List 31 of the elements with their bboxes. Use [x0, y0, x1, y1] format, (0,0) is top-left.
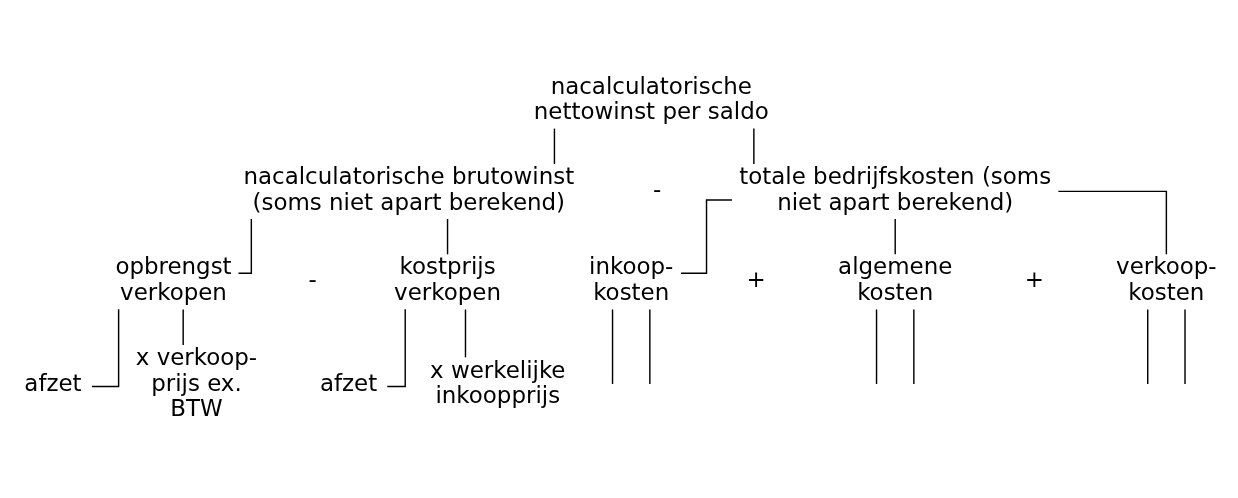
- connector: [611, 308, 614, 385]
- node-text: kostprijs verkopen: [394, 252, 501, 305]
- label: +: [1024, 265, 1044, 292]
- node-text: x werkelijke inkoopprijs: [430, 356, 566, 408]
- node-text: x verkoop- prijs ex. BTW: [135, 343, 258, 421]
- node-text: afzet: [24, 369, 82, 396]
- connector: [649, 308, 651, 385]
- connector: [875, 308, 878, 385]
- node-text: totale bedrijfskosten (soms niet apart berekend): [739, 162, 1052, 215]
- connector: [753, 127, 755, 165]
- node-text: inkoop- kosten: [589, 252, 674, 305]
- label: +: [746, 265, 766, 292]
- connector: [913, 308, 915, 385]
- connector: [680, 198, 733, 274]
- connector: [1147, 308, 1149, 385]
- connector: [91, 308, 120, 387]
- node-text: nacalculatorische nettowinst per saldo: [533, 72, 769, 124]
- connector: [1057, 190, 1168, 255]
- node-text: opbrengst verkopen: [115, 252, 232, 305]
- node-text: nacalculatorische brutowinst (soms niet apart berekend): [243, 162, 575, 215]
- connector: [464, 308, 467, 358]
- connector: [1184, 308, 1186, 385]
- node-text: verkoop- kosten: [1116, 252, 1217, 305]
- node-text: afzet: [319, 369, 378, 396]
- connector: [446, 217, 449, 255]
- label: -: [652, 175, 662, 202]
- connector: [894, 217, 896, 255]
- connector: [182, 308, 184, 346]
- label: -: [308, 265, 317, 292]
- node-text: algemene kosten: [838, 252, 953, 305]
- connector: [553, 127, 556, 165]
